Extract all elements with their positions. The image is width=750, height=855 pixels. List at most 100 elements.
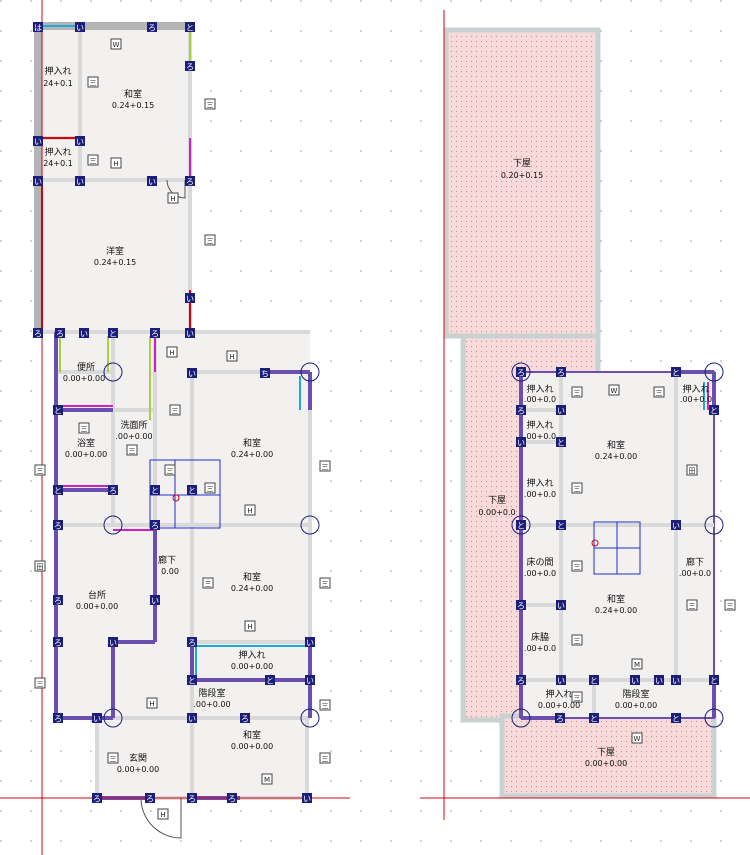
column-circle[interactable] <box>300 515 320 535</box>
wall-node-marker[interactable]: ろ <box>556 367 566 378</box>
fixture-marker[interactable]: 三 <box>653 386 665 398</box>
column-circle[interactable] <box>704 362 724 382</box>
wall-node-marker[interactable]: ろ <box>53 595 63 606</box>
wall-node-marker[interactable]: い <box>516 437 526 448</box>
column-circle[interactable] <box>103 362 123 382</box>
fixture-marker[interactable]: 三 <box>78 422 90 434</box>
wall-node-marker[interactable]: ろ <box>240 713 250 724</box>
wall-node-marker[interactable]: ろ <box>55 328 65 339</box>
wall-node-marker[interactable]: い <box>556 405 566 416</box>
column-circle[interactable] <box>511 708 531 728</box>
fixture-marker[interactable]: 三 <box>87 154 99 166</box>
wall-node-marker[interactable]: ろ <box>92 793 102 804</box>
fixture-marker[interactable]: 三 <box>202 577 214 589</box>
wall-node-marker[interactable]: い <box>33 136 43 147</box>
wall-node-marker[interactable]: と <box>150 485 160 496</box>
wall-node-marker[interactable]: と <box>671 713 681 724</box>
fixture-marker[interactable]: H <box>110 157 122 169</box>
floor1-plan[interactable]: 押入れ 24+0.1 和室 0.24+0.15 押入れ 24+0.1 洋室 0.… <box>34 22 312 839</box>
fixture-marker[interactable]: 三 <box>724 599 736 611</box>
wall-node-marker[interactable]: い <box>671 675 681 686</box>
wall-node-marker[interactable]: と <box>709 405 719 416</box>
wall-node-marker[interactable]: い <box>556 675 566 686</box>
fixture-marker[interactable]: M <box>261 773 273 785</box>
fixture-marker[interactable]: H <box>244 620 256 632</box>
wall-node-marker[interactable]: ろ <box>516 367 526 378</box>
fixture-marker[interactable]: H <box>167 192 179 204</box>
fixture-marker[interactable]: 三 <box>571 691 583 703</box>
fixture-marker[interactable]: 田 <box>34 560 46 572</box>
wall-node-marker[interactable]: ろ <box>53 520 63 531</box>
column-circle[interactable] <box>704 708 724 728</box>
floor1-genkan-block[interactable] <box>97 718 307 798</box>
fixture-marker[interactable]: H <box>157 808 169 820</box>
wall-node-marker[interactable]: は <box>33 22 43 33</box>
fixture-marker[interactable]: 三 <box>571 634 583 646</box>
fixture-marker[interactable]: 三 <box>319 699 331 711</box>
column-circle[interactable] <box>300 708 320 728</box>
wall-node-marker[interactable]: ろ <box>187 637 197 648</box>
wall-node-marker[interactable]: ろ <box>53 637 63 648</box>
fixture-marker[interactable]: 三 <box>126 444 138 456</box>
wall-node-marker[interactable]: い <box>75 176 85 187</box>
column-circle[interactable] <box>704 515 724 535</box>
wall-node-marker[interactable]: ろ <box>147 22 157 33</box>
wall-node-marker[interactable]: と <box>265 675 275 686</box>
wall-node-marker[interactable]: い <box>147 176 157 187</box>
wall-node-marker[interactable]: ろ <box>185 61 195 72</box>
wall-node-marker[interactable]: い <box>630 675 640 686</box>
floor2-selection-grid[interactable] <box>593 521 641 575</box>
wall-node-marker[interactable]: い <box>654 675 664 686</box>
wall-node-marker[interactable]: ろ <box>150 328 160 339</box>
wall-node-marker[interactable]: と <box>516 520 526 531</box>
fixture-marker[interactable]: 三 <box>34 464 46 476</box>
wall-node-marker[interactable]: ろ <box>108 485 118 496</box>
wall-node-marker[interactable]: ろ <box>33 328 43 339</box>
column-circles[interactable] <box>103 362 724 728</box>
fixture-marker[interactable]: 三 <box>571 482 583 494</box>
wall-node-marker[interactable]: い <box>79 328 89 339</box>
wall-node-marker[interactable]: と <box>53 485 63 496</box>
fixture-marker[interactable]: H <box>166 346 178 358</box>
fixture-marker[interactable]: 三 <box>34 677 46 689</box>
geya-top-area[interactable] <box>443 27 601 339</box>
wall-node-marker[interactable]: い <box>556 600 566 611</box>
fixture-marker[interactable]: 三 <box>107 752 119 764</box>
fixture-marker[interactable]: 三 <box>204 482 216 494</box>
column-circle[interactable] <box>511 362 531 382</box>
wall-node-marker[interactable]: と <box>556 437 566 448</box>
fixture-marker[interactable]: 三 <box>571 386 583 398</box>
fixture-marker[interactable]: 三 <box>164 464 176 476</box>
fixture-marker[interactable]: H <box>226 350 238 362</box>
wall-node-marker[interactable]: い <box>187 713 197 724</box>
geya-bottom-area[interactable] <box>499 713 717 799</box>
floor2-plan[interactable]: 下屋 0.20+0.15 下屋 0.00+0.0 押入れ .00+0.0 押入れ… <box>443 27 717 799</box>
wall-node-marker[interactable]: ろ <box>555 713 565 724</box>
wall-node-marker[interactable]: い <box>187 368 197 379</box>
wall-node-marker[interactable]: い <box>302 793 312 804</box>
wall-node-marker[interactable]: ろ <box>227 793 237 804</box>
fixture-marker[interactable]: 三 <box>87 76 99 88</box>
wall-node-marker[interactable]: い <box>150 595 160 606</box>
wall-node-marker[interactable]: い <box>305 675 315 686</box>
wall-node-marker[interactable]: と <box>185 22 195 33</box>
fixture-marker[interactable]: 三 <box>571 560 583 572</box>
wall-node-marker[interactable]: と <box>187 675 197 686</box>
fixture-marker[interactable]: 三 <box>204 98 216 110</box>
wall-node-marker[interactable]: い <box>33 176 43 187</box>
wall-node-marker[interactable]: と <box>671 367 681 378</box>
fixture-marker[interactable]: W <box>631 732 643 744</box>
wall-node-marker[interactable]: ろ <box>516 405 526 416</box>
wall-node-marker[interactable]: ろ <box>187 793 197 804</box>
fixture-marker[interactable]: 田 <box>686 464 698 476</box>
wall-node-marker[interactable]: と <box>53 405 63 416</box>
wall-node-marker[interactable]: い <box>75 136 85 147</box>
column-circle[interactable] <box>300 362 320 382</box>
fixture-marker[interactable]: 三 <box>319 752 331 764</box>
fixture-marker[interactable]: 三 <box>319 460 331 472</box>
fixture-marker[interactable]: 三 <box>169 404 181 416</box>
wall-node-marker[interactable]: い <box>305 637 315 648</box>
wall-node-marker[interactable]: ろ <box>150 520 160 531</box>
wall-node-marker[interactable]: ろ <box>516 675 526 686</box>
